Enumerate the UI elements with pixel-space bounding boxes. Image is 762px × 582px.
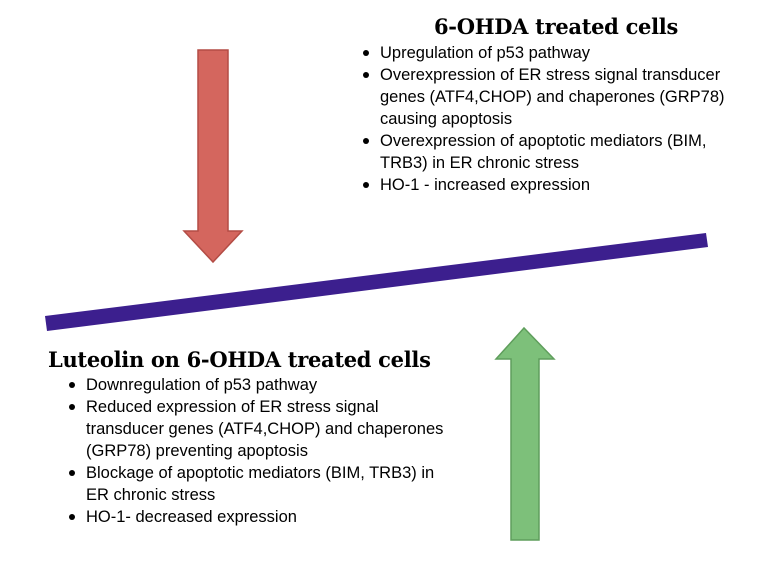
list-item: HO-1- decreased expression: [64, 506, 448, 528]
list-item: HO-1 - increased expression: [358, 174, 748, 196]
list-item: Overexpression of apoptotic mediators (B…: [358, 130, 748, 174]
treated-cells-list: Upregulation of p53 pathway Overexpressi…: [358, 42, 748, 196]
balance-bar: [45, 233, 708, 331]
treated-cells-panel: 6-OHDA treated cells Upregulation of p53…: [358, 14, 748, 196]
list-item: Blockage of apoptotic mediators (BIM, TR…: [64, 462, 448, 506]
down-arrow-icon: [182, 49, 244, 264]
list-item: Upregulation of p53 pathway: [358, 42, 748, 64]
list-item: Reduced expression of ER stress signal t…: [64, 396, 448, 462]
luteolin-list: Downregulation of p53 pathway Reduced ex…: [64, 374, 448, 528]
list-item: Downregulation of p53 pathway: [64, 374, 448, 396]
list-item: Overexpression of ER stress signal trans…: [358, 64, 748, 130]
up-arrow-icon: [494, 326, 556, 541]
treated-cells-title: 6-OHDA treated cells: [434, 14, 678, 39]
luteolin-panel: Luteolin on 6-OHDA treated cells Downreg…: [48, 347, 448, 528]
luteolin-title: Luteolin on 6-OHDA treated cells: [48, 347, 431, 372]
